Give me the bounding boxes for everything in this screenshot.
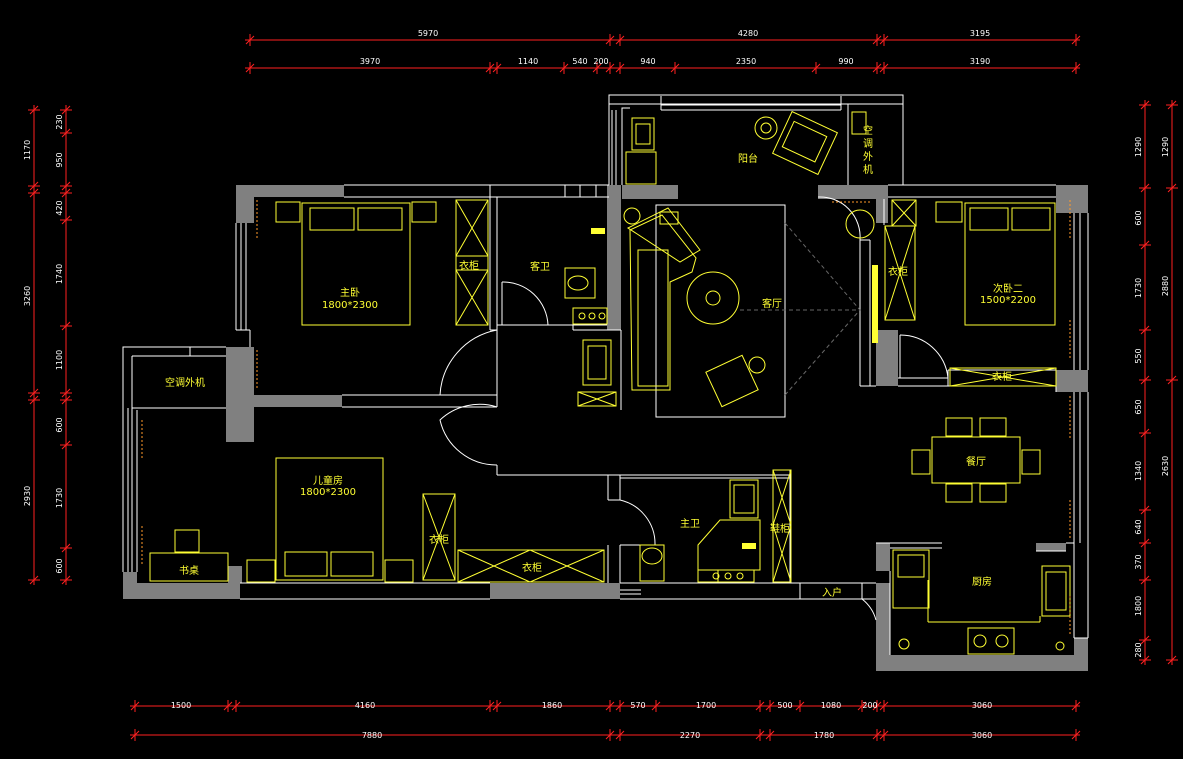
dim-top2-3: 200 <box>593 57 608 66</box>
dim-bottom2-1: 2270 <box>680 731 700 740</box>
dim-right-inner-6: 640 <box>1134 519 1143 534</box>
dim-bottom1-8: 3060 <box>972 701 992 710</box>
master-bath-fixtures <box>639 469 792 583</box>
label-second-bed-size: 1500*2200 <box>980 295 1036 306</box>
dim-bottom1-5: 500 <box>777 701 792 710</box>
room-labels: 阳台 空 调 外 机 主卧 1800*2300 衣柜 客卫 客厅 衣柜 次卧二 … <box>165 124 1036 599</box>
dim-right-outer-2: 2630 <box>1161 456 1170 476</box>
dimension-labels: 5970 4280 3195 3970 1140 540 200 940 235… <box>23 29 1170 740</box>
dim-top1-1: 4280 <box>738 29 758 38</box>
dim-left-outer-0: 1170 <box>23 140 32 160</box>
label-ac-outdoor: 空调外机 <box>165 376 205 389</box>
kids-bed <box>246 457 605 583</box>
dim-left-inner-0: 230 <box>55 114 64 129</box>
label-wardrobe: 衣柜 <box>459 259 479 272</box>
label-master-bedroom: 主卧 <box>340 286 360 299</box>
label-wardrobe-5: 衣柜 <box>522 561 542 574</box>
label-wardrobe-4: 衣柜 <box>429 533 449 546</box>
label-living-room: 客厅 <box>762 297 782 310</box>
dim-left-outer-1: 3260 <box>23 286 32 306</box>
dim-left-inner-6: 1730 <box>55 488 64 508</box>
balcony-items <box>625 110 867 185</box>
label-second-bedroom: 次卧二 <box>993 282 1023 295</box>
dim-left-inner-4: 1100 <box>55 350 64 370</box>
label-kitchen: 厨房 <box>972 575 992 588</box>
dim-right-outer-0: 1290 <box>1161 137 1170 157</box>
dim-right-inner-9: 280 <box>1134 642 1143 657</box>
dimension-lines <box>28 34 1178 741</box>
dim-bottom1-3: 570 <box>630 701 645 710</box>
dim-top2-7: 3190 <box>970 57 990 66</box>
dim-right-inner-1: 600 <box>1134 210 1143 225</box>
dim-right-inner-0: 1290 <box>1134 137 1143 157</box>
label-balcony: 阳台 <box>738 152 758 165</box>
dim-right-inner-7: 370 <box>1134 554 1143 569</box>
label-master-bath: 主卫 <box>680 518 700 530</box>
dim-bottom1-1: 4160 <box>355 701 375 710</box>
label-dining: 餐厅 <box>966 455 986 468</box>
living-room-rug <box>655 204 861 418</box>
second-bed <box>884 199 1057 387</box>
dim-bottom1-0: 1500 <box>171 701 191 710</box>
living-sofa <box>623 207 878 408</box>
label-ac-2: 调 <box>863 138 873 150</box>
label-kids-bed-size: 1800*2300 <box>300 487 356 498</box>
curtains <box>141 200 1071 636</box>
dim-top2-4: 940 <box>640 57 655 66</box>
dim-right-inner-2: 1730 <box>1134 278 1143 298</box>
furniture <box>149 110 1071 655</box>
dim-top1-2: 3195 <box>970 29 990 38</box>
dim-top1-0: 5970 <box>418 29 438 38</box>
dim-bottom1-6: 1080 <box>821 701 841 710</box>
dim-bottom2-2: 1780 <box>814 731 834 740</box>
dim-left-inner-2: 420 <box>55 200 64 215</box>
dining-table <box>911 417 1041 503</box>
guest-bath-fixtures <box>564 228 617 407</box>
desk <box>149 529 229 582</box>
dim-right-inner-8: 1800 <box>1134 596 1143 616</box>
dim-left-inner-1: 950 <box>55 152 64 167</box>
walls <box>123 185 1088 671</box>
label-ac-3: 外 <box>863 151 873 163</box>
dim-top2-6: 990 <box>838 57 853 66</box>
dim-right-inner-5: 1340 <box>1134 461 1143 481</box>
dim-bottom1-7: 200 <box>862 701 877 710</box>
dim-top2-2: 540 <box>572 57 587 66</box>
dim-top2-0: 3970 <box>360 57 380 66</box>
label-ac-4: 机 <box>863 163 873 176</box>
dim-top2-1: 1140 <box>518 57 538 66</box>
kitchen-fixtures <box>892 549 1071 655</box>
label-guest-bath: 客卫 <box>530 260 550 273</box>
dim-right-inner-4: 650 <box>1134 399 1143 414</box>
label-shoe-cabinet: 鞋柜 <box>770 522 790 535</box>
door-swings <box>439 196 949 621</box>
dim-right-inner-3: 550 <box>1134 348 1143 363</box>
dim-bottom2-3: 3060 <box>972 731 992 740</box>
label-master-bed-size: 1800*2300 <box>322 300 378 311</box>
label-entrance: 入户 <box>822 586 842 599</box>
label-ac-1: 空 <box>863 124 873 137</box>
dim-bottom1-4: 1700 <box>696 701 716 710</box>
dim-bottom1-2: 1860 <box>542 701 562 710</box>
dim-left-inner-7: 600 <box>55 558 64 573</box>
dim-left-inner-3: 1740 <box>55 264 64 284</box>
label-kids-room: 儿童房 <box>313 474 343 487</box>
label-wardrobe-2: 衣柜 <box>888 265 908 278</box>
label-wardrobe-3: 衣柜 <box>992 370 1012 383</box>
dim-right-outer-1: 2880 <box>1161 276 1170 296</box>
dim-bottom2-0: 7880 <box>362 731 382 740</box>
label-desk: 书桌 <box>179 564 199 577</box>
master-wardrobe <box>455 199 489 326</box>
dim-top2-5: 2350 <box>736 57 756 66</box>
dim-left-outer-2: 2930 <box>23 486 32 506</box>
dim-left-inner-5: 600 <box>55 417 64 432</box>
master-bed <box>275 201 437 326</box>
